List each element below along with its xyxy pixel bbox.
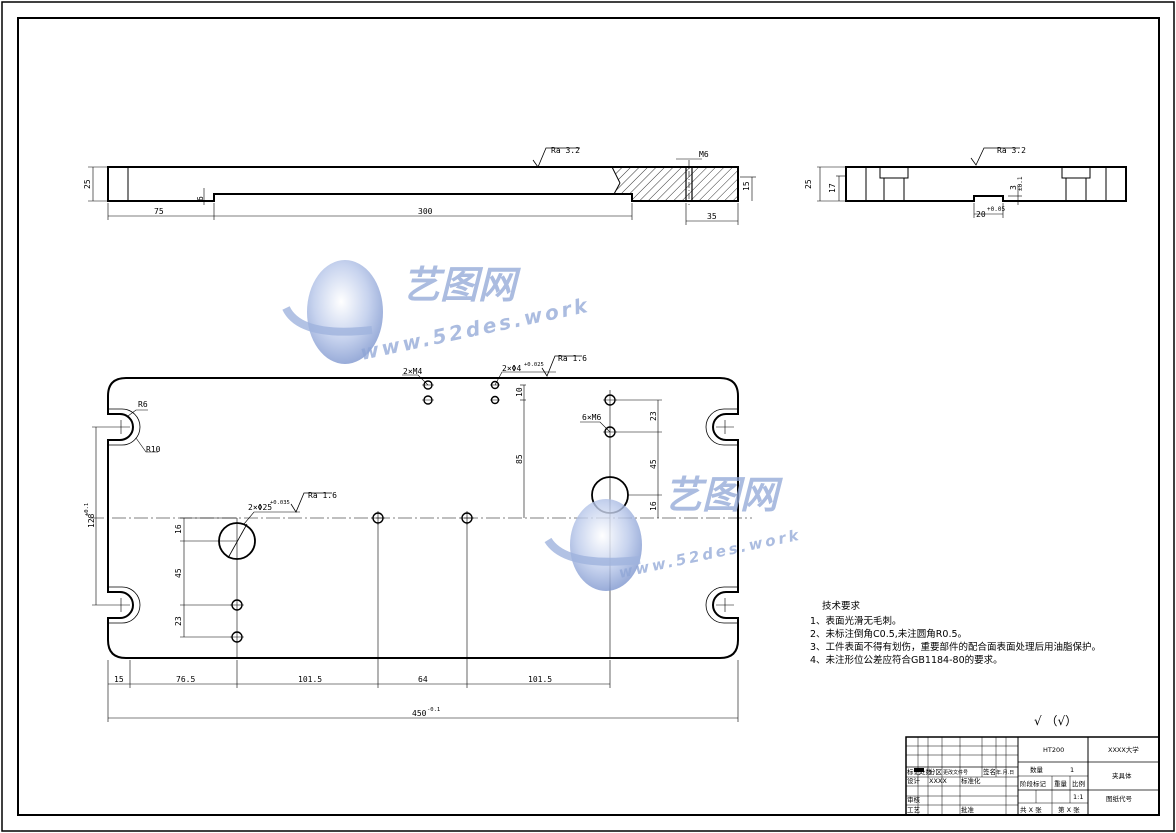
plan-view (90, 355, 752, 722)
watermark-1: 艺图网 www.52des.work (282, 260, 592, 365)
tb-sign-label: 签名 (983, 767, 996, 776)
tb-designer-label: 设计 (907, 776, 921, 785)
front-dim-left: 75 (154, 207, 164, 216)
plan-dim-128: 128 (87, 513, 96, 528)
tb-process-label: 工艺 (907, 806, 921, 814)
plan-dim-15: 15 (114, 675, 124, 684)
tech-requirements-title: 技术要求 (822, 600, 861, 612)
plan-label-bore-tol: +0.035 (270, 500, 290, 506)
side-dim-slot-width-tol: +0.05 (987, 206, 1005, 213)
front-thread-label: M6 (699, 150, 709, 159)
plan-dim-10: 10 (515, 387, 524, 397)
tb-part-name: 夹具体 (1112, 771, 1132, 780)
tb-weight-label: 重量 (1054, 780, 1068, 788)
title-block (905, 736, 1160, 816)
tb-designer-name: XXXX (929, 777, 947, 785)
watermark-2: 艺图网 www.52des.work (544, 473, 803, 591)
tb-sheets: 共 X 张 (1020, 805, 1042, 814)
watermark-url: www.52des.work (617, 526, 803, 582)
side-dim-slot-width: 20 (976, 210, 986, 219)
side-dim-slot-depth-tol: ±0.1 (1017, 176, 1024, 191)
tb-mark-label: 标记 (907, 767, 921, 776)
plan-dim-64: 64 (418, 675, 428, 684)
plan-dim-45b: 45 (174, 568, 183, 578)
watermark-brand: 艺图网 (664, 473, 783, 517)
general-roughness: √ （√） (1034, 714, 1077, 728)
plan-label-pin-holes: 2×Φ4 (502, 364, 521, 373)
tech-requirement-1: 1、表面光滑无毛刺。 (810, 615, 902, 627)
side-view (817, 147, 1127, 218)
plan-dim-450: 450 (412, 709, 427, 718)
tb-quantity-value: 1 (1070, 766, 1074, 774)
plan-label-6xm6: 6×M6 (582, 413, 601, 422)
plan-label-2xm4: 2×M4 (403, 367, 422, 376)
tb-material: HT200 (1043, 746, 1064, 754)
plan-dim-101-5b: 101.5 (528, 675, 552, 684)
plan-dim-16a: 16 (649, 501, 658, 511)
plan-dim-85: 85 (515, 454, 524, 464)
tb-standardize-label: 标准化 (961, 776, 981, 785)
front-roughness: Ra 3.2 (551, 146, 580, 155)
tb-drawing-no: 图纸代号 (1106, 794, 1133, 803)
side-dim-inner: 17 (828, 183, 837, 193)
plan-label-bore-roughness: Ra 1.6 (308, 491, 337, 500)
watermark-globe-icon (307, 260, 383, 364)
plan-label-r10: R10 (146, 445, 161, 454)
tech-requirement-2: 2、未标注倒角C0.5,未注圆角R0.5。 (810, 628, 967, 640)
plan-dim-128-tol: ±0.1 (84, 503, 90, 516)
tech-requirement-3: 3、工件表面不得有划伤，重要部件的配合面表面处理后用油脂保护。 (810, 641, 1101, 653)
side-dim-height: 25 (804, 179, 813, 189)
inner-frame (17, 17, 1160, 816)
tb-scale-label: 比例 (1072, 779, 1085, 788)
front-dim-mid: 300 (418, 207, 433, 216)
front-dim-height: 25 (83, 179, 92, 189)
tb-count-label: 处数 (919, 767, 933, 776)
front-dim-right: 35 (707, 212, 717, 221)
plan-dim-450-tol: -0.1 (427, 707, 440, 713)
tb-review-label: 审核 (907, 795, 921, 804)
watermark-brand: 艺图网 (402, 263, 521, 307)
tb-date-label: 年.月.日 (996, 769, 1014, 776)
tb-zone-label: 分区 (929, 767, 943, 776)
plan-label-pin-roughness: Ra 1.6 (558, 354, 587, 363)
tb-sheet-no: 第 X 张 (1058, 805, 1080, 814)
plan-label-bore: 2×Φ25 (248, 503, 272, 512)
plan-label-r6: R6 (138, 400, 148, 409)
tb-stage-mark-label: 阶段标记 (1020, 779, 1047, 788)
tb-quantity-label: 数量 (1030, 765, 1044, 774)
tb-change-doc-label: 更改文件号 (943, 769, 968, 776)
plan-dim-101-5a: 101.5 (298, 675, 322, 684)
plan-dim-23b: 23 (174, 616, 183, 626)
tb-school: XXXX大学 (1108, 745, 1139, 754)
watermark-globe-icon (570, 499, 642, 591)
tb-scale-value: 1:1 (1073, 793, 1083, 801)
plan-dim-23a: 23 (649, 411, 658, 421)
plan-dim-76-5: 76.5 (176, 675, 195, 684)
side-roughness: Ra 3.2 (997, 146, 1026, 155)
front-dim-right-height: 15 (742, 181, 751, 191)
plan-dim-45a: 45 (649, 459, 658, 469)
tech-requirement-4: 4、未注形位公差应符合GB1184-80的要求。 (810, 654, 1003, 666)
tb-approve-label: 批准 (961, 805, 975, 814)
front-dim-step: 6 (196, 196, 205, 201)
tech-requirements: 技术要求 1、表面光滑无毛刺。 2、未标注倒角C0.5,未注圆角R0.5。 3、… (810, 600, 1101, 666)
plan-dim-16b: 16 (174, 524, 183, 534)
side-dim-slot-depth: 3 (1009, 185, 1018, 190)
front-view (88, 147, 756, 225)
plan-label-pin-tol: +0.025 (524, 362, 544, 368)
